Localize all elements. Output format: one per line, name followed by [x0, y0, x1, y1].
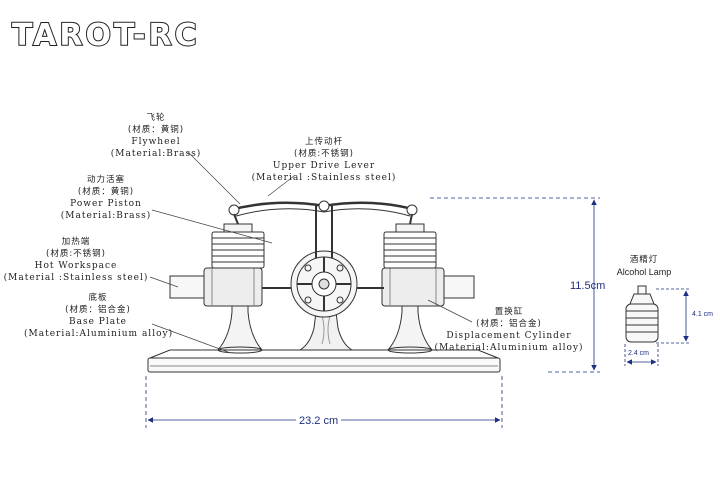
hot-workspace-cn: 加热端 — [61, 237, 91, 247]
left-stand — [216, 299, 264, 354]
flywheel-en: Flywheel — [131, 137, 181, 147]
base-plate-en-material: (Material:Aluminium alloy) — [24, 329, 174, 339]
engine-outline — [147, 200, 501, 373]
power-piston-cn-material: (材质：黄铜) — [77, 187, 135, 197]
displacement-cylinder-cn: 置换缸 — [494, 307, 524, 317]
drive-lever-frame — [228, 200, 418, 258]
right-stand — [386, 299, 434, 354]
alcohol-lamp-shape — [625, 285, 659, 343]
alcohol-lamp-cn: 酒精灯 — [629, 255, 659, 265]
displacement-cylinder-en-material: (Material:Aluminium alloy) — [434, 343, 584, 353]
base-plate-cn: 底板 — [88, 293, 108, 303]
flywheel-en-material: (Material:Brass) — [110, 149, 202, 159]
center-pillar — [298, 295, 354, 351]
base-plate-cn-material: (材质：铝合金) — [65, 305, 131, 315]
displacement-cylinder-en: Displacement Cylinder — [446, 331, 572, 341]
hot-workspace-cn-material: (材质:不锈钢) — [46, 249, 106, 259]
lamp-height-dimension: 4.1 cm — [692, 311, 714, 318]
callout-flywheel: 飞轮 (材质：黄铜) Flywheel (Material:Brass) — [108, 112, 204, 160]
engine-height-dimension: 11.5cm — [570, 280, 606, 292]
left-fins — [211, 223, 265, 269]
right-displacement-cylinder — [381, 267, 475, 307]
callout-displacement-cylinder: 置换缸 (材质：铝合金) Displacement Cylinder (Mate… — [434, 306, 584, 354]
upper-drive-lever-en: Upper Drive Lever — [272, 161, 376, 171]
brand-logo: TAROT-RC — [11, 17, 200, 54]
alcohol-lamp-en: Alcohol Lamp — [616, 267, 672, 277]
displacement-cylinder-cn-material: (材质：铝合金) — [476, 319, 542, 329]
engine-width-dimension: 23.2 cm — [296, 415, 342, 427]
callout-power-piston: 动力活塞 (材质：黄铜) Power Piston (Material:Bras… — [58, 174, 154, 222]
power-piston-en-material: (Material:Brass) — [60, 211, 152, 221]
right-fins — [383, 223, 437, 269]
flywheel-shape — [290, 250, 358, 318]
flywheel-cn: 飞轮 — [146, 113, 166, 123]
upper-drive-lever-cn: 上传动杆 — [304, 137, 343, 147]
power-piston-cn: 动力活塞 — [86, 175, 125, 185]
hot-workspace-en-material: (Material :Stainless steel) — [3, 273, 149, 283]
left-hot-workspace — [169, 267, 263, 307]
base-plate-en: Base Plate — [68, 317, 128, 327]
leader-lines — [149, 151, 473, 353]
callout-upper-drive-lever: 上传动杆 (材质:不锈钢) Upper Drive Lever (Materia… — [246, 136, 402, 184]
callout-base-plate: 底板 (材质：铝合金) Base Plate (Material:Alumini… — [24, 292, 172, 340]
callout-alcohol-lamp: 酒精灯 Alcohol Lamp — [604, 254, 684, 278]
lamp-width-dimension: 2.4 cm — [628, 350, 650, 357]
power-piston-en: Power Piston — [70, 199, 142, 209]
hot-workspace-en: Hot Workspace — [34, 261, 118, 271]
callout-hot-workspace: 加热端 (材质:不锈钢) Hot Workspace (Material :St… — [2, 236, 150, 284]
upper-drive-lever-en-material: (Material :Stainless steel) — [251, 173, 397, 183]
upper-drive-lever-cn-material: (材质:不锈钢) — [294, 149, 354, 159]
flywheel-cn-material: (材质：黄铜) — [127, 125, 185, 135]
